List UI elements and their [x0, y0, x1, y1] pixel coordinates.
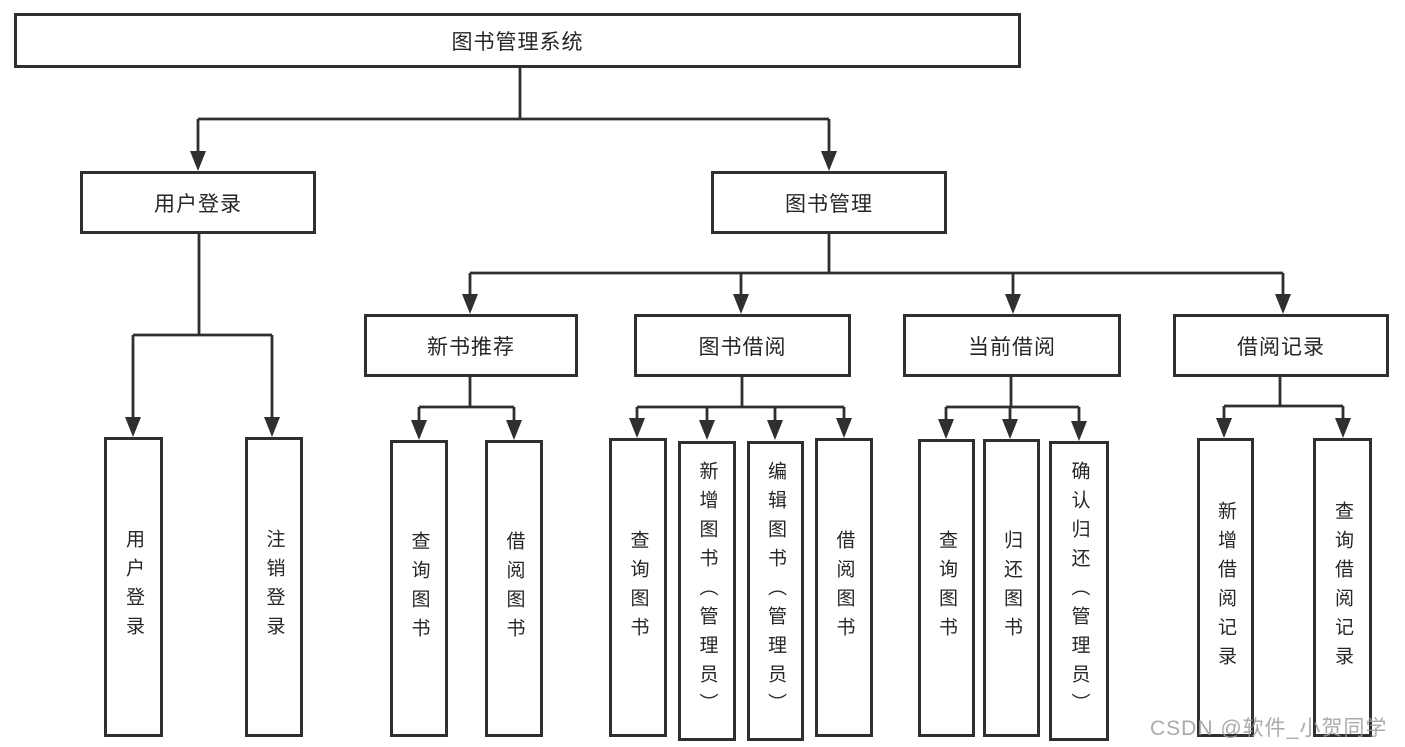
leaf-borrow-books-2: 借阅图书 [815, 438, 873, 737]
node-current-borrowing: 当前借阅 [903, 314, 1121, 377]
node-book-management: 图书管理 [711, 171, 947, 234]
node-label: 查询借阅记录 [1332, 500, 1353, 675]
node-label: 新书推荐 [427, 335, 515, 359]
leaf-confirm-return-admin: 确认归还（管理员） [1049, 441, 1109, 741]
node-new-book-recommendation: 新书推荐 [364, 314, 578, 377]
csdn-watermark: CSDN @软件_小贺同学 [1150, 717, 1388, 740]
node-label: 查询图书 [408, 530, 430, 647]
leaf-query-books-1: 查询图书 [390, 440, 448, 737]
node-user-login: 用户登录 [80, 171, 316, 234]
node-label: 当前借阅 [968, 335, 1056, 359]
leaf-logout: 注销登录 [245, 437, 303, 737]
leaf-add-books-admin: 新增图书（管理员） [678, 441, 736, 741]
node-label: 图书借阅 [698, 335, 787, 359]
node-label: 借阅图书 [503, 530, 525, 647]
leaf-add-borrow-record: 新增借阅记录 [1197, 438, 1254, 737]
leaf-query-borrow-record: 查询借阅记录 [1313, 438, 1372, 737]
leaf-return-books: 归还图书 [983, 439, 1040, 737]
node-label: 新增图书（管理员） [696, 460, 718, 722]
node-label: 图书管理 [785, 192, 873, 216]
node-book-borrowing: 图书借阅 [634, 314, 851, 377]
leaf-edit-books-admin: 编辑图书（管理员） [747, 441, 804, 741]
node-label: 借阅图书 [833, 529, 855, 646]
node-label: 查询图书 [627, 529, 649, 646]
leaf-query-books-3: 查询图书 [918, 439, 975, 737]
leaf-borrow-books-1: 借阅图书 [485, 440, 543, 737]
node-label: 注销登录 [263, 529, 285, 645]
node-library-management-system: 图书管理系统 [14, 13, 1021, 68]
node-label: 借阅记录 [1237, 335, 1325, 359]
node-label: 用户登录 [154, 192, 242, 216]
node-label: 图书管理系统 [451, 30, 584, 54]
leaf-query-books-2: 查询图书 [609, 438, 667, 737]
node-label: 确认归还（管理员） [1068, 460, 1090, 722]
node-label: 新增借阅记录 [1215, 500, 1236, 675]
node-label: 用户登录 [123, 529, 144, 645]
node-label: 归还图书 [1001, 530, 1022, 646]
node-label: 查询图书 [936, 530, 957, 646]
node-label: 编辑图书（管理员） [765, 460, 786, 722]
leaf-user-login: 用户登录 [104, 437, 163, 737]
node-borrowing-records: 借阅记录 [1173, 314, 1389, 377]
